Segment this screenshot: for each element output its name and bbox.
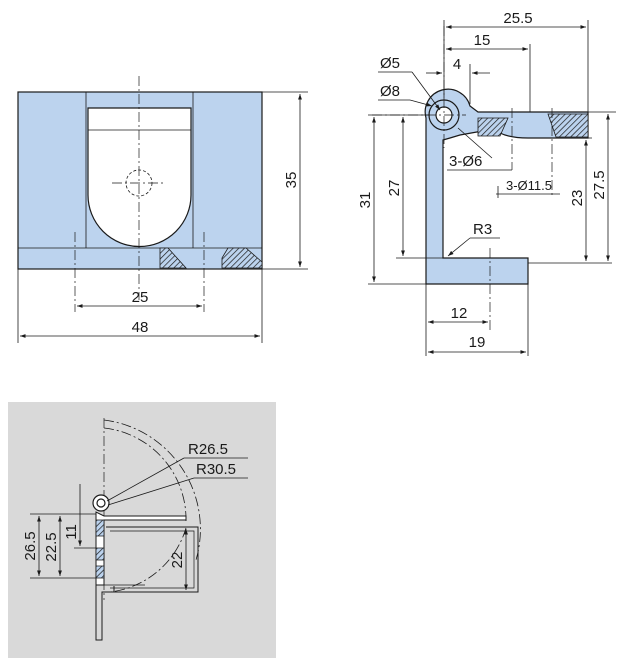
swing-hatch-low xyxy=(95,565,105,579)
swing-view: R26.5 R30.5 26.5 22.5 11 22 xyxy=(8,402,276,658)
swing-dim-22_5: 22.5 xyxy=(43,532,60,561)
front-hatch-left xyxy=(159,247,187,269)
side-dim-19: 19 xyxy=(469,334,486,351)
front-view: 35 25 48 xyxy=(17,76,308,343)
swing-foot xyxy=(95,585,115,641)
side-dim-r3: R3 xyxy=(473,221,492,238)
swing-bracket xyxy=(95,511,187,586)
side-dim-d5: Ø5 xyxy=(380,55,400,72)
side-dim-d11_5: 3-Ø11.5 xyxy=(506,178,552,193)
side-dim-27: 27 xyxy=(386,180,403,197)
swing-leader-r30_5-b xyxy=(107,477,195,506)
swing-pin-inner xyxy=(96,498,106,508)
front-slot-cutout xyxy=(87,107,192,248)
swing-dim-26_5: 26.5 xyxy=(22,531,39,560)
front-hatch-right xyxy=(221,247,263,269)
swing-arc-lower xyxy=(109,527,187,593)
side-leader-d8-b xyxy=(409,99,433,107)
swing-dim-r26_5: R26.5 xyxy=(188,441,228,458)
swing-arc-inner xyxy=(103,427,187,523)
side-dim-d6: 3-Ø6 xyxy=(449,153,482,170)
side-leader-d6 xyxy=(457,127,493,159)
side-dim-12: 12 xyxy=(451,305,468,322)
side-dim-23: 23 xyxy=(569,190,586,207)
front-dim-35: 35 xyxy=(283,172,300,189)
side-dim-27_5: 27.5 xyxy=(591,170,608,199)
side-leader-d5-b xyxy=(411,71,441,111)
swing-door-inner xyxy=(110,530,195,589)
swing-hatch-mid xyxy=(95,547,105,561)
side-hatch-1 xyxy=(477,117,509,137)
side-leader-r3-b xyxy=(447,237,471,257)
side-dim-4: 4 xyxy=(453,56,461,73)
side-dim-15: 15 xyxy=(474,32,491,49)
swing-arc-outer xyxy=(103,419,201,561)
side-dim-31: 31 xyxy=(357,192,374,209)
side-view: 25.5 15 4 Ø5 Ø8 3-Ø6 3-Ø11.5 31 27 xyxy=(357,10,616,356)
side-hatch-2 xyxy=(547,113,589,138)
side-dim-25_5: 25.5 xyxy=(503,10,532,27)
swing-dim-22: 22 xyxy=(169,552,186,569)
swing-door-outline xyxy=(106,526,199,593)
swing-dim-11: 11 xyxy=(63,524,80,540)
swing-panel xyxy=(8,402,276,658)
side-dim-d8: Ø8 xyxy=(380,83,400,100)
front-dim-25: 25 xyxy=(132,289,149,306)
swing-leader-r26_5-b xyxy=(106,457,185,502)
front-dim-48: 48 xyxy=(132,319,149,336)
swing-hatch-upper xyxy=(95,519,105,537)
swing-dim-r30_5: R30.5 xyxy=(196,461,236,478)
